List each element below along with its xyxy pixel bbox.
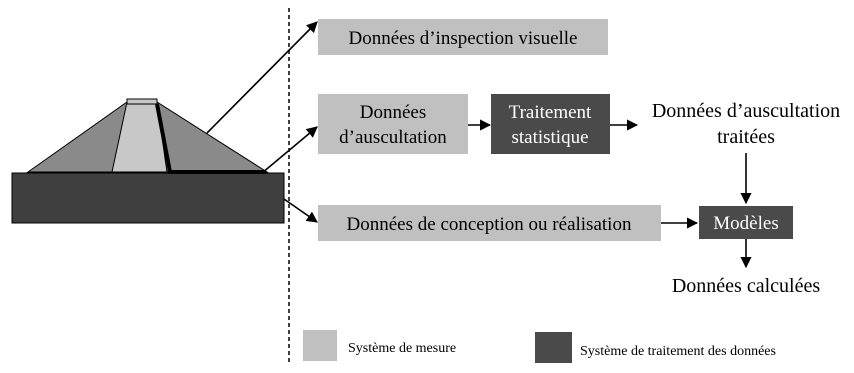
statistical-processing-box <box>491 94 610 154</box>
statistical-processing-label-2: statistique <box>511 127 588 148</box>
monitoring-data-box <box>318 94 468 154</box>
legend-measurement-label: Système de mesure <box>348 341 456 356</box>
monitoring-data-label-2: d’auscultation <box>339 127 447 148</box>
arrow-to-monitoring-data <box>261 126 318 174</box>
legend-processing-swatch <box>535 332 572 363</box>
dam-crest <box>126 98 158 105</box>
processed-data-label-2: traitées <box>717 126 775 148</box>
models-box <box>699 206 793 239</box>
statistical-processing-label-1: Traitement <box>509 102 592 123</box>
processed-data-label-1: Données d’auscultation <box>652 100 840 122</box>
arrow-to-design-data <box>283 198 318 223</box>
dam-illustration <box>11 98 285 224</box>
legend-measurement-swatch <box>303 330 337 361</box>
legend-processing-label: Système de traitement des données <box>580 344 776 359</box>
legend: Système de mesure Système de traitement … <box>303 330 776 363</box>
monitoring-data-label-1: Données <box>360 102 426 123</box>
design-data-label: Données de conception ou réalisation <box>347 214 632 235</box>
drainage-line <box>155 103 266 174</box>
computed-data-label: Données calculées <box>672 275 820 297</box>
arrow-to-visual-inspection <box>206 21 318 134</box>
design-data-box <box>318 205 661 241</box>
dam-foundation <box>11 172 285 224</box>
models-label: Modèles <box>713 213 778 234</box>
visual-inspection-label: Données d’inspection visuelle <box>348 28 577 49</box>
visual-inspection-box <box>318 19 608 55</box>
